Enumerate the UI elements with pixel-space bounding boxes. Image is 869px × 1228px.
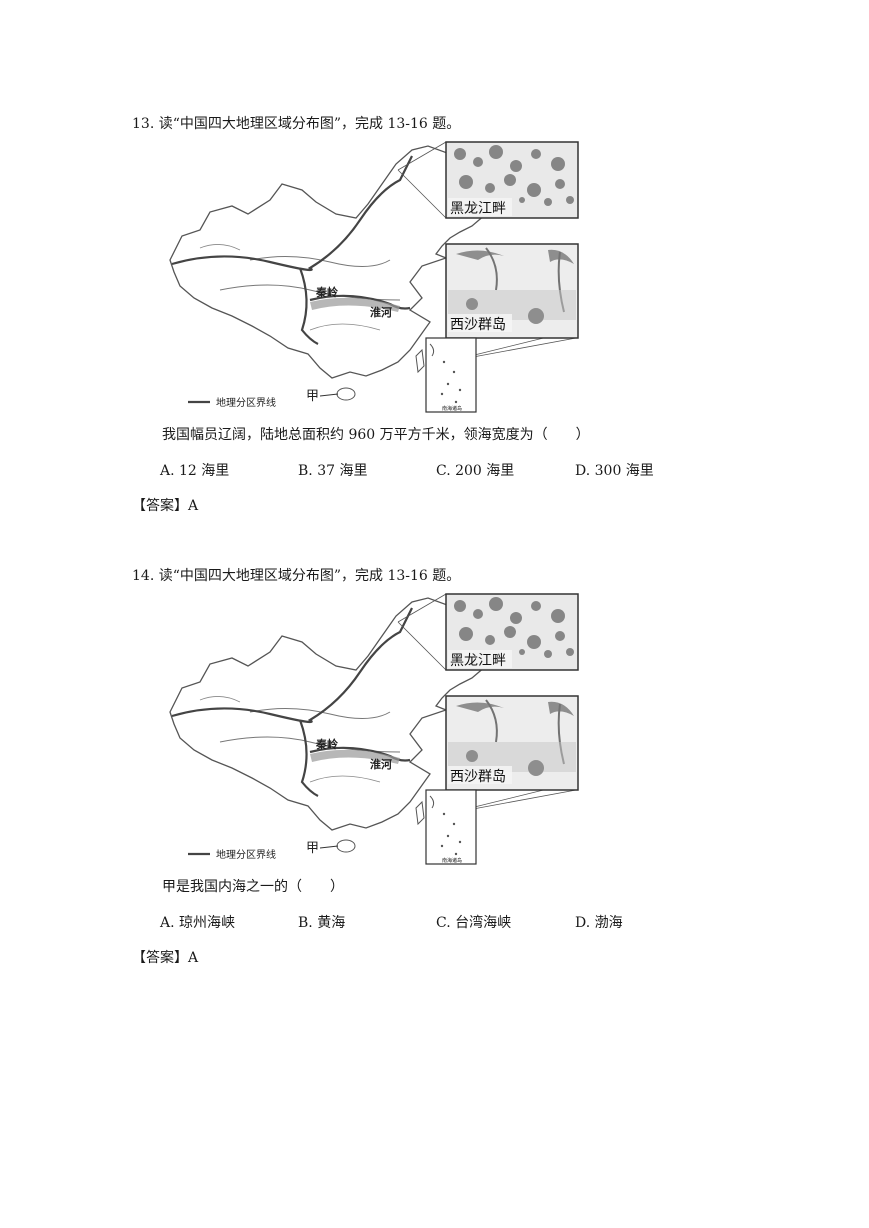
china-outline	[169, 145, 497, 379]
option-d[interactable]: D. 300 海里	[575, 463, 654, 479]
jia-pointer	[319, 393, 339, 397]
answer-line: 【答案】A	[132, 950, 199, 966]
jia-pointer	[319, 845, 339, 849]
qinling-range	[310, 749, 400, 764]
river	[199, 244, 241, 251]
photo-bottom-label: 西沙群岛	[450, 317, 506, 333]
connector-line	[397, 621, 447, 671]
china-regions-map-figure: 秦岭 淮河 甲 地理分区界线 黑龙江畔 西沙群岛	[169, 593, 579, 865]
option-c[interactable]: C. 台湾海峡	[436, 915, 512, 931]
legend-label: 地理分区界线	[216, 848, 276, 861]
map-label-huaihe: 淮河	[370, 757, 392, 771]
region-boundary	[298, 719, 319, 797]
taiwan-island	[415, 800, 425, 826]
connector-line	[397, 141, 447, 171]
river	[249, 707, 391, 719]
sub-question: 我国幅员辽阔，陆地总面积约 960 万平方千米，领海宽度为（ ）	[162, 427, 590, 443]
china-outline	[169, 597, 497, 831]
south-sea-inset	[425, 789, 477, 865]
legend-label: 地理分区界线	[216, 396, 276, 409]
map-label-huaihe: 淮河	[370, 305, 392, 319]
china-regions-map-figure: 秦岭 淮河 甲 地理分区界线 黑龙江畔	[169, 141, 579, 413]
hainan-island	[336, 387, 356, 401]
river	[309, 323, 381, 331]
question-stem: 14. 读“中国四大地理区域分布图”，完成 13-16 题。	[132, 568, 461, 584]
photo-top-label: 黑龙江畔	[450, 653, 506, 669]
qinling-range	[310, 297, 400, 312]
region-boundary	[171, 607, 413, 724]
photo-heilongjiang-texture	[454, 597, 574, 658]
question-stem: 13. 读“中国四大地理区域分布图”，完成 13-16 题。	[132, 116, 461, 132]
river	[309, 775, 381, 783]
option-b[interactable]: B. 37 海里	[298, 463, 368, 479]
photo-heilongjiang-texture	[454, 145, 574, 206]
map-label-jia: 甲	[306, 841, 319, 856]
map-label-qinling: 秦岭	[315, 285, 338, 299]
option-b[interactable]: B. 黄海	[298, 915, 346, 931]
river	[219, 736, 401, 753]
inset-label: 南海诸岛	[442, 405, 462, 412]
map-label-jia: 甲	[306, 389, 319, 404]
inset-label: 南海诸岛	[442, 857, 462, 864]
region-boundary	[171, 155, 413, 272]
taiwan-island	[415, 348, 425, 374]
photo-bottom-label: 西沙群岛	[450, 769, 506, 785]
river	[219, 284, 401, 301]
photo-top-label: 黑龙江畔	[450, 201, 506, 217]
sub-question: 甲是我国内海之一的（ ）	[162, 879, 344, 895]
river	[249, 255, 391, 267]
map-label-qinling: 秦岭	[315, 737, 338, 751]
answer-line: 【答案】A	[132, 498, 199, 514]
option-c[interactable]: C. 200 海里	[436, 463, 515, 479]
inset-islands	[440, 360, 462, 404]
option-a[interactable]: A. 12 海里	[160, 463, 230, 479]
option-d[interactable]: D. 渤海	[575, 915, 623, 931]
inset-islands	[440, 812, 462, 856]
region-boundary	[298, 267, 319, 345]
connector-line	[397, 169, 447, 219]
hainan-island	[336, 839, 356, 853]
river	[199, 696, 241, 703]
option-a[interactable]: A. 琼州海峡	[160, 915, 236, 931]
connector-line	[397, 593, 447, 623]
south-sea-inset	[425, 337, 477, 413]
